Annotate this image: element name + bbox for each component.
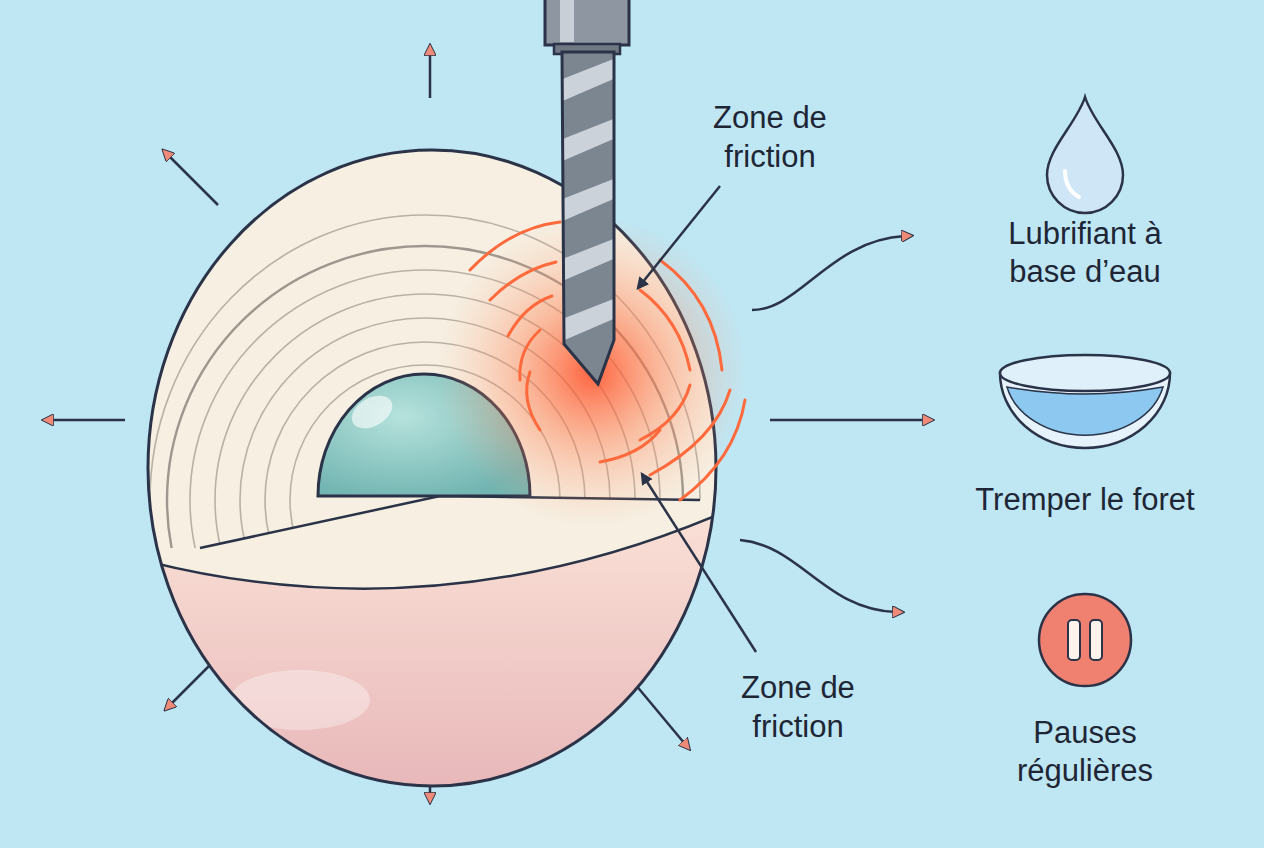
expansion-arrow [740,540,896,612]
expansion-arrow [429,52,432,98]
tip-icon [935,343,1235,481]
tip-icon [975,93,1195,215]
expansion-arrow [752,236,905,310]
friction-wave [680,400,745,500]
tip-text: Tremper le foret [935,481,1235,519]
drill-flute [560,178,616,222]
pause-bar [1068,620,1080,660]
expansion-arrow [50,419,125,422]
tip-text: Pauses régulières [975,714,1195,790]
tip-item: Pauses régulières [975,590,1195,790]
shell-highlight [230,670,370,730]
friction-wave [508,296,552,336]
drill-outline [562,52,614,384]
friction-wave [527,372,540,430]
friction-wave [600,430,660,462]
expansion-arrow [770,419,926,422]
tip-item: Lubrifiant à base d’eau [975,93,1195,291]
leader-arrow [642,474,756,652]
friction-wave [640,290,690,370]
drill-flute [560,58,616,102]
tip-item: Tremper le foret [935,343,1235,519]
drill-flute [560,118,616,162]
friction-wave [490,262,556,300]
pause-bar [1090,620,1102,660]
friction-wave [640,385,690,440]
tip-text: Lubrifiant à base d’eau [975,215,1195,291]
drop-highlight [1065,171,1079,197]
bowl-water [1007,387,1163,435]
drill-shank [545,0,629,45]
pause-icon [1039,594,1131,686]
drill-shank-shine [560,0,574,42]
drill-flute [560,298,616,342]
callout-label: Zone de friction [680,98,860,176]
tip-icon [975,590,1195,714]
bowl-rim [1000,355,1170,391]
callout-label: Zone de friction [708,668,888,746]
leader-arrow [638,186,720,288]
water-drop-icon [1047,97,1123,213]
expansion-arrow [168,155,218,205]
nucleus-highlight [346,389,398,435]
friction-wave [660,260,722,370]
friction-wave [470,222,560,270]
drill-flute [560,238,616,282]
